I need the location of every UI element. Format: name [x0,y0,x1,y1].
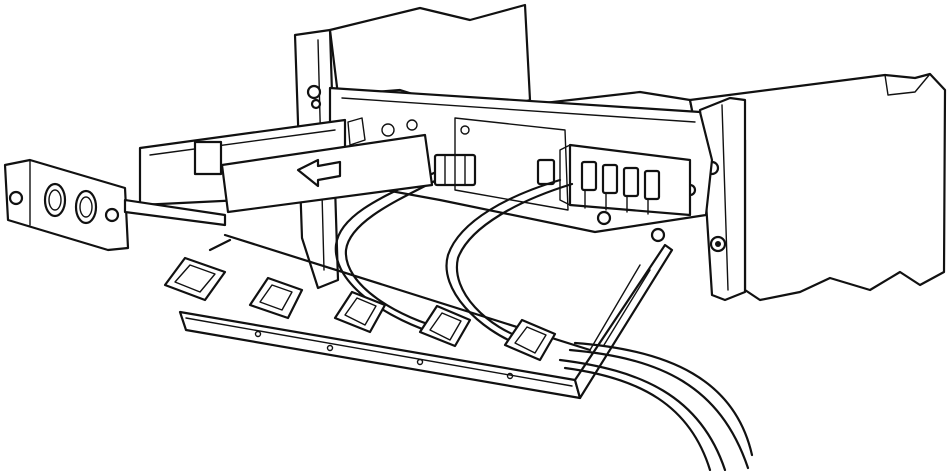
clip-icon [503,318,557,362]
clip-icon [418,304,472,348]
cable-management-tray [178,227,674,400]
port-icon [601,163,619,195]
port-icon [536,158,556,186]
port-icon [643,169,661,201]
arrow-left-icon [296,158,342,188]
latch-icon [193,140,223,176]
adapter-module [536,143,692,226]
cassette-insert-arrow [138,117,434,214]
clip-icon [248,276,304,320]
clip-icon [163,256,227,302]
port-icon [580,160,598,192]
port-hole-icon [74,189,98,225]
port-icon [622,166,640,198]
rail-screw-icon [306,84,322,100]
trunk-cables [558,341,754,471]
port-hole-icon [43,182,67,218]
clip-icon [333,290,387,334]
front-faceplate [3,158,227,252]
thumbscrew-icon [104,207,120,223]
thumbscrew-icon [8,190,24,206]
jumper-connectors [433,153,477,187]
cable-guide-clips [163,256,557,362]
